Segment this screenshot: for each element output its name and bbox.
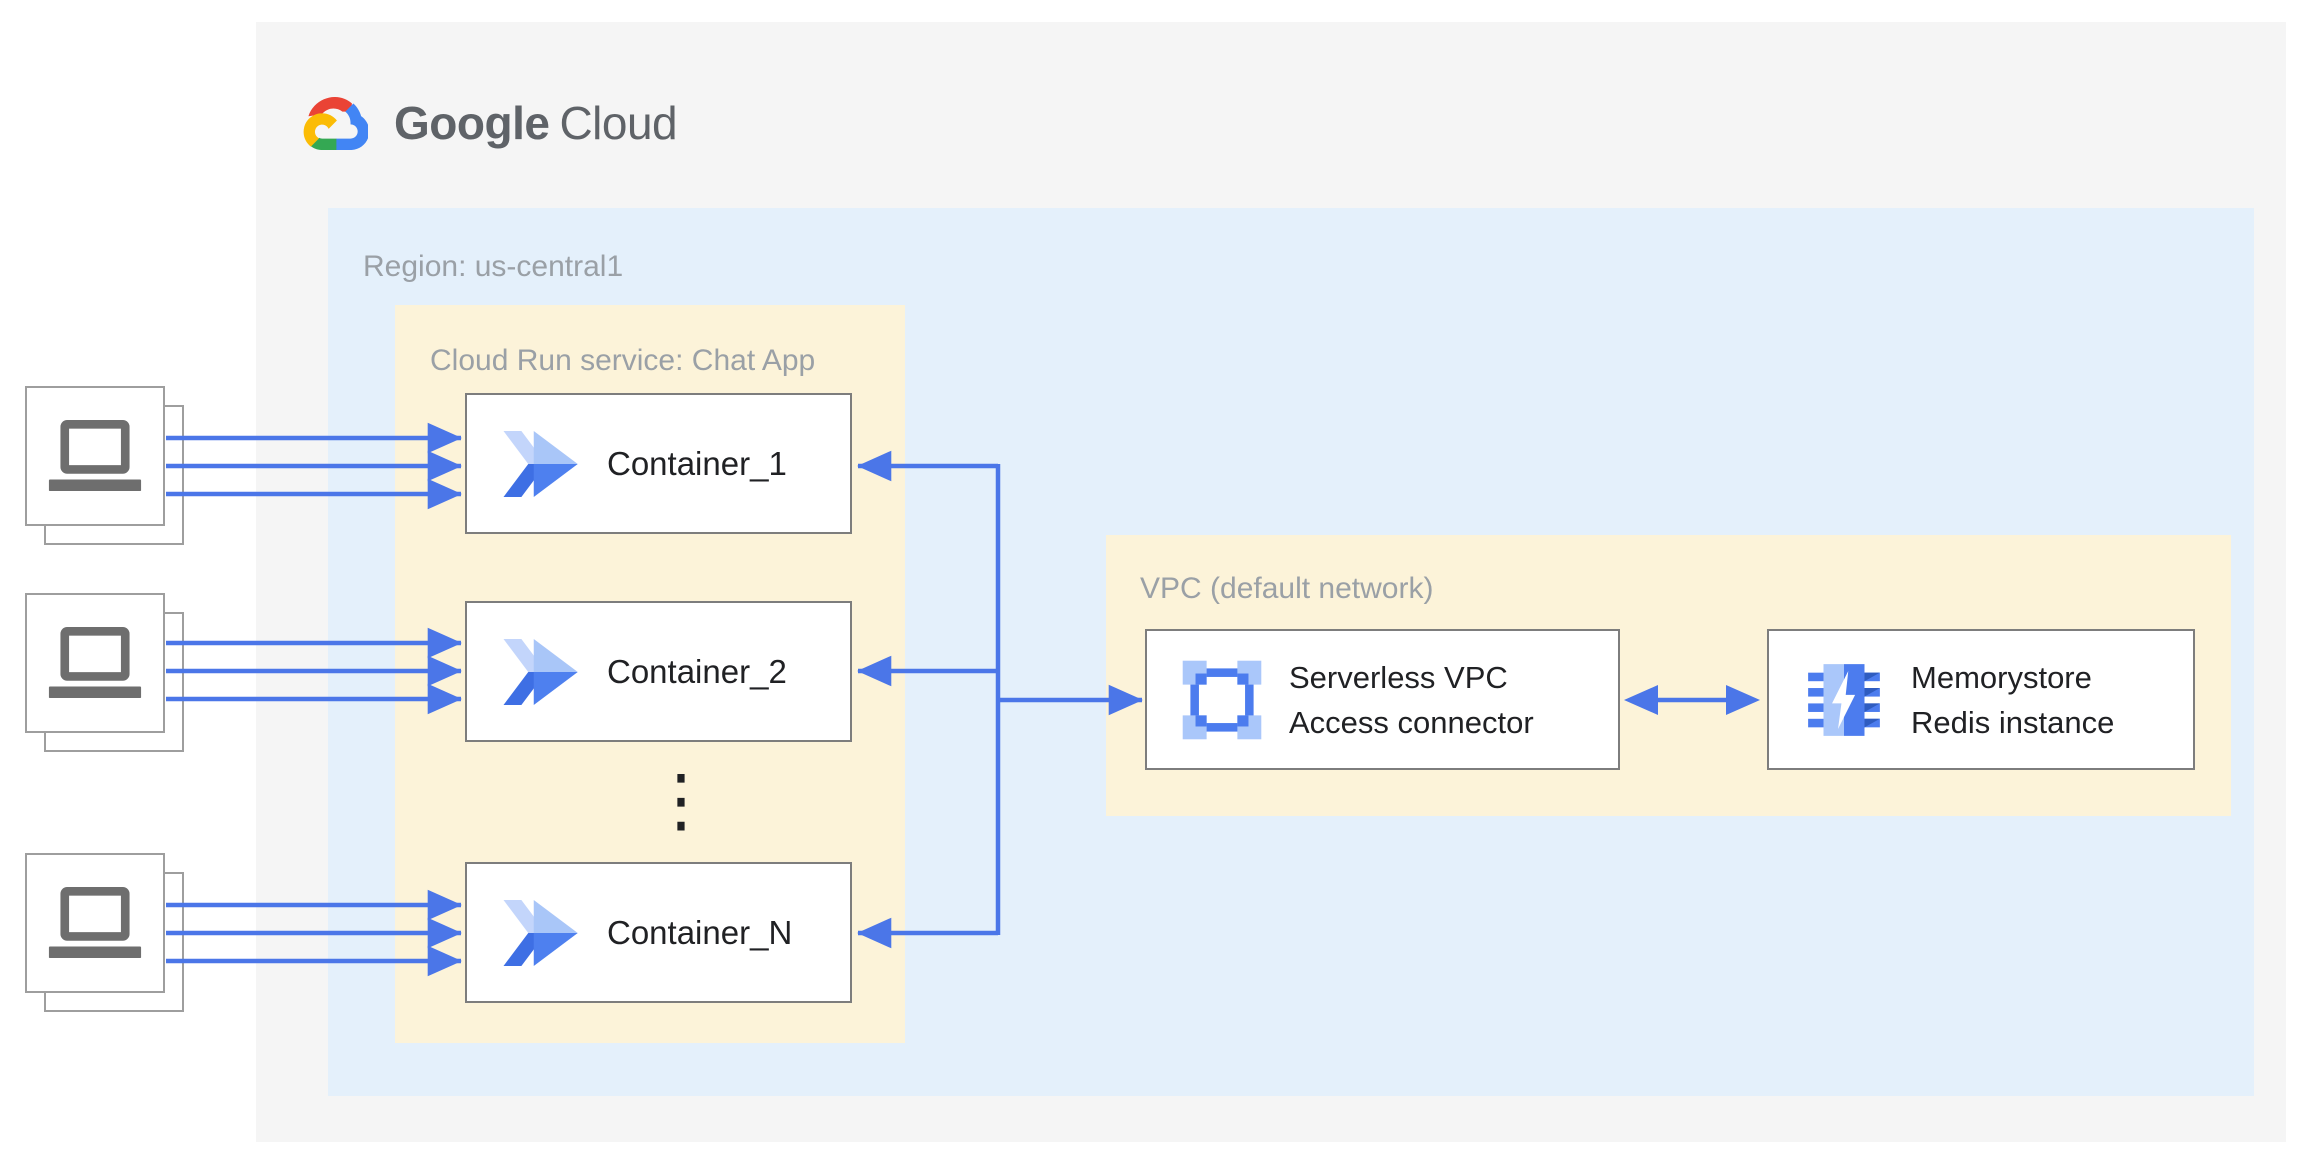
- container-2-node: Container_2: [465, 601, 852, 742]
- cloud-run-icon: [503, 899, 578, 966]
- cloud-run-icon: [503, 638, 578, 705]
- cloud-run-service-label: Cloud Run service: Chat App: [430, 344, 816, 377]
- laptop-icon: [48, 419, 142, 491]
- container-label: Container_N: [607, 913, 793, 951]
- container-1-node: Container_1: [465, 393, 852, 534]
- connector-label-line1: Serverless VPC: [1289, 659, 1508, 695]
- more-containers-indicator: ⋮: [646, 759, 716, 841]
- container-label: Container_2: [607, 652, 787, 690]
- container-n-node: Container_N: [465, 862, 852, 1003]
- memorystore-redis-icon: [1808, 663, 1880, 736]
- wordmark-cloud: Cloud: [559, 97, 678, 149]
- memorystore-label-line2: Redis instance: [1911, 704, 2115, 740]
- google-cloud-logo-icon: [303, 96, 368, 150]
- client-card: [25, 386, 165, 526]
- client-card: [25, 853, 165, 993]
- connector-label-line2: Access connector: [1289, 704, 1534, 740]
- client-laptop-2: [25, 593, 184, 752]
- client-card: [25, 593, 165, 733]
- memorystore-label-line1: Memorystore: [1911, 659, 2092, 695]
- serverless-vpc-connector-node: Serverless VPC Access connector: [1145, 629, 1620, 770]
- serverless-vpc-access-connector-icon: [1182, 660, 1262, 739]
- client-laptop-1: [25, 386, 184, 545]
- wordmark-google: Google: [394, 97, 550, 149]
- memorystore-redis-node: Memorystore Redis instance: [1767, 629, 2195, 770]
- container-label: Container_1: [607, 444, 787, 482]
- cloud-run-icon: [503, 430, 578, 497]
- serverless-vpc-connector-label: Serverless VPC Access connector: [1289, 655, 1534, 745]
- vpc-label: VPC (default network): [1140, 572, 1434, 605]
- client-laptop-3: [25, 853, 184, 1012]
- memorystore-redis-label: Memorystore Redis instance: [1911, 655, 2114, 745]
- laptop-icon: [48, 886, 142, 958]
- laptop-icon: [48, 626, 142, 698]
- region-label: Region: us-central1: [363, 250, 624, 283]
